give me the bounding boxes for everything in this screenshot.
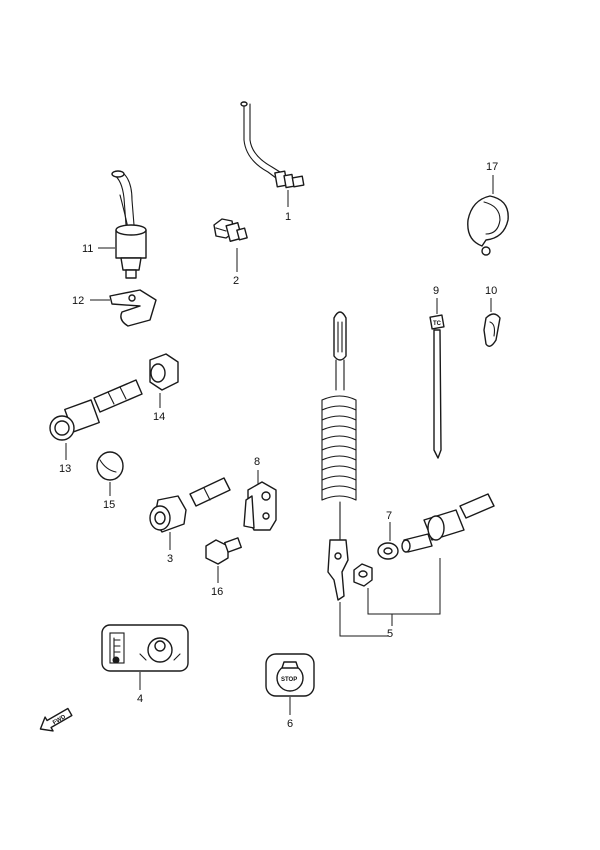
stop-label: STOP [281, 677, 297, 683]
callout-2: 2 [233, 275, 239, 287]
callout-4: 4 [137, 693, 143, 705]
part-11-switch [111, 170, 147, 279]
callout-15: 15 [103, 499, 115, 511]
part-8-bracket [243, 481, 277, 531]
callout-16: 16 [211, 586, 223, 598]
part-1-sensor [240, 101, 305, 189]
callout-14: 14 [153, 411, 165, 423]
callout-9: 9 [433, 285, 439, 297]
part-6-stop-switch: STOP [265, 653, 315, 697]
callout-13: 13 [59, 463, 71, 475]
part-10-clip [483, 313, 501, 347]
callout-10: 10 [485, 285, 497, 297]
callout-1: 1 [285, 211, 291, 223]
coiled-cord [321, 395, 357, 501]
part-12-clip [109, 289, 157, 327]
part-17-clamp [467, 195, 509, 256]
part-5-lanyard [321, 311, 495, 637]
part-13-switch [49, 379, 143, 441]
part-2-sensor [213, 218, 248, 242]
callout-7: 7 [386, 510, 392, 522]
part-16-bolt [205, 537, 242, 565]
part-14-nut [149, 353, 179, 391]
callout-17: 17 [486, 161, 498, 173]
callout-12: 12 [72, 295, 84, 307]
callout-8: 8 [254, 456, 260, 468]
part-9-cable-tie: TC [429, 314, 445, 459]
part-7-washer [377, 542, 399, 560]
part-3-switch [149, 477, 231, 533]
part-4-plate [101, 624, 189, 672]
fwd-arrow-icon: FWD [39, 707, 73, 732]
cable-tie-label: TC [433, 321, 442, 327]
callout-6: 6 [287, 718, 293, 730]
callout-11: 11 [82, 243, 93, 255]
callout-3: 3 [167, 553, 173, 565]
callout-5: 5 [387, 628, 393, 640]
part-15-cap [96, 451, 124, 481]
